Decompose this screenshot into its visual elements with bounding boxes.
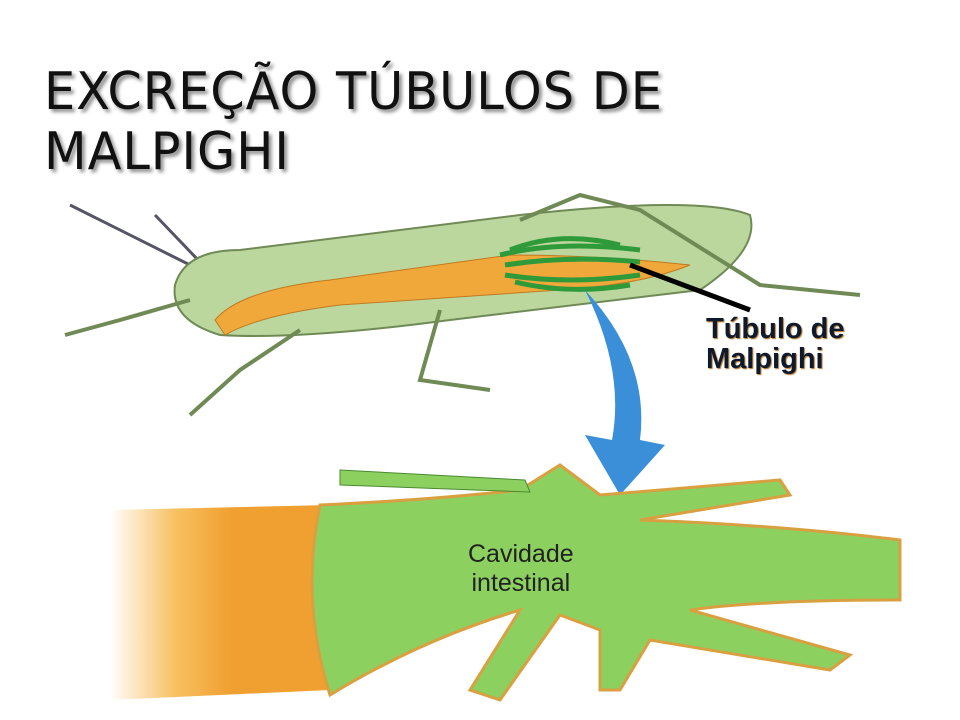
label-line: Malpighi	[706, 343, 824, 375]
label-cavidade-intestinal: Cavidade intestinal	[468, 540, 574, 598]
intestine-outer	[110, 505, 330, 700]
malpighian-tubules	[499, 236, 641, 292]
pointer-line	[629, 262, 751, 313]
label-tubulo-de-malpighi: Túbulo de Malpighi	[706, 314, 845, 374]
antenna	[69, 203, 191, 267]
label-line: Túbulo de	[706, 313, 845, 345]
gut	[214, 254, 691, 336]
legs	[64, 192, 861, 417]
label-line: intestinal	[471, 569, 571, 597]
slide-title: EXCREÇÃO TÚBULOS DE MALPIGHI	[44, 62, 663, 182]
arrow-icon	[585, 290, 665, 495]
intestine-cavity	[310, 463, 902, 702]
tubule	[339, 469, 531, 493]
label-line: Cavidade	[468, 540, 574, 568]
antenna	[153, 213, 202, 264]
